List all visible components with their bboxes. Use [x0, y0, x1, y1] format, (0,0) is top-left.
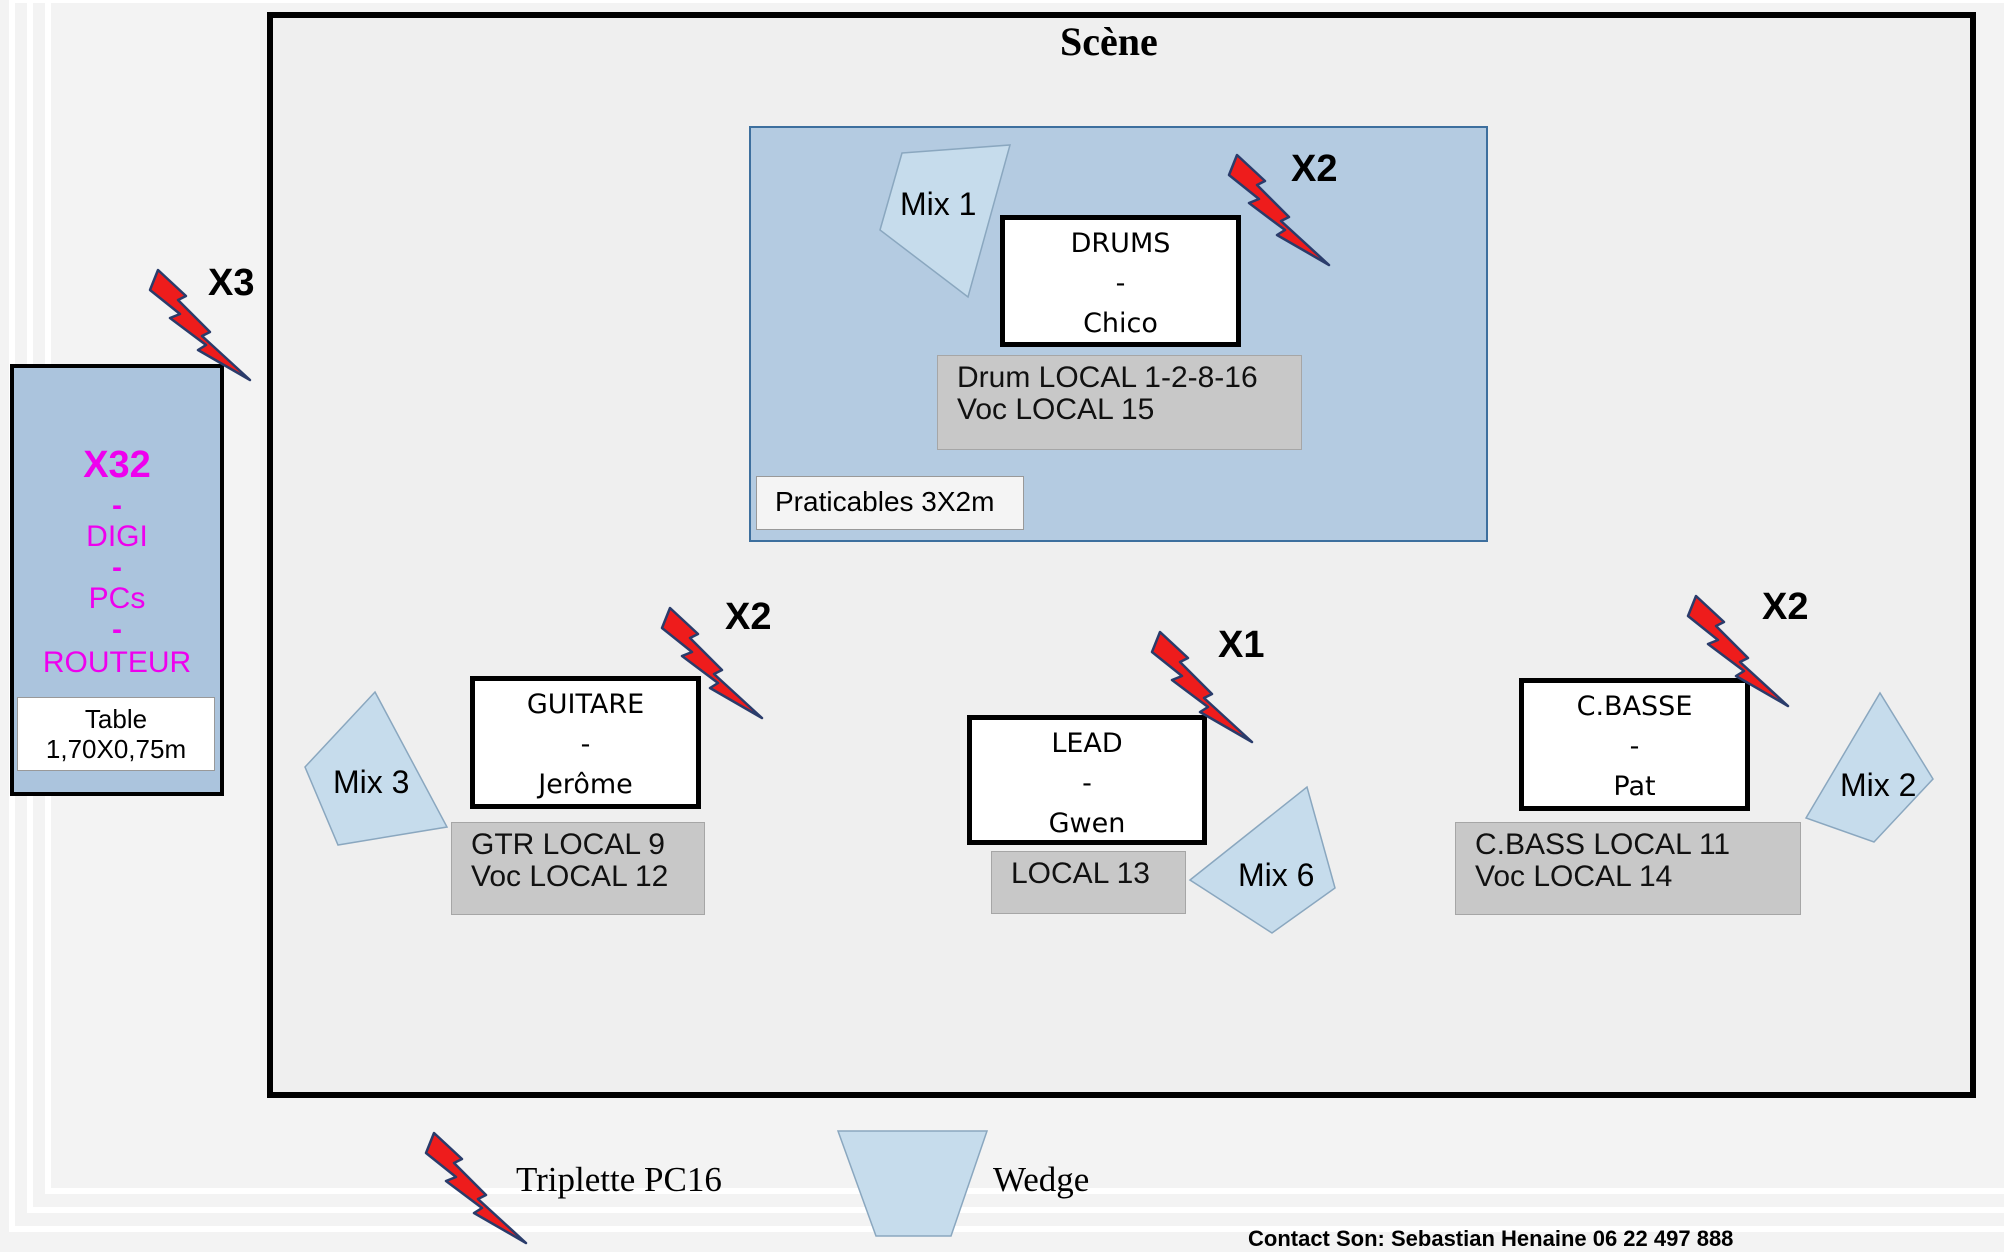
- foh-router-label: ROUTEUR: [42, 646, 192, 679]
- input-list-guitare: GTR LOCAL 9 Voc LOCAL 12: [451, 822, 705, 915]
- power-count-drums: X2: [1291, 148, 1338, 190]
- musician-separator: -: [1629, 731, 1640, 762]
- input-list-drums: Drum LOCAL 1-2-8-16 Voc LOCAL 15: [937, 355, 1302, 450]
- wedge-mix3-label: Mix 3: [333, 764, 410, 800]
- musician-name: Pat: [1613, 771, 1656, 802]
- musician-role: C.BASSE: [1576, 691, 1693, 722]
- legend-wedge-label: Wedge: [993, 1160, 1090, 1199]
- input-list-basse: C.BASS LOCAL 11 Voc LOCAL 14: [1455, 822, 1801, 915]
- foh-separator: -: [112, 613, 122, 646]
- foh-table-label: Table 1,70X0,75m: [17, 697, 215, 771]
- power-count-foh: X3: [208, 262, 255, 304]
- input-list-lead: LOCAL 13: [991, 851, 1186, 914]
- foh-separator: -: [112, 489, 122, 522]
- musician-name: Jerôme: [538, 769, 633, 800]
- musician-separator: -: [1082, 768, 1092, 799]
- power-legend-icon: [424, 1131, 528, 1245]
- musician-box-lead: LEAD - Gwen: [967, 715, 1207, 845]
- foh-separator: -: [112, 551, 122, 584]
- musician-box-guitare: GUITARE - Jerôme: [470, 676, 701, 809]
- wedge-mix1-shape: [879, 144, 1012, 299]
- power-count-basse: X2: [1762, 586, 1809, 628]
- musician-role: GUITARE: [526, 689, 645, 720]
- foh-console-label: X32: [83, 444, 151, 486]
- wedge-mix2-label: Mix 2: [1840, 767, 1917, 803]
- contact-footer: Contact Son: Sebastian Henaine 06 22 497…: [1248, 1226, 1734, 1251]
- wedge-legend-shape: [836, 1130, 989, 1237]
- foh-digi-label: DIGI: [86, 520, 148, 553]
- musician-name: Chico: [1083, 308, 1158, 339]
- wedge-mix3-shape: [304, 690, 449, 846]
- musician-box-drums: DRUMS - Chico: [1000, 215, 1241, 347]
- wedge-mix2-shape: [1804, 691, 1934, 843]
- legend-power-label: Triplette PC16: [516, 1160, 722, 1199]
- wedge-mix1-label: Mix 1: [900, 186, 977, 222]
- musician-role: LEAD: [1051, 728, 1123, 759]
- stage-title: Scène: [1060, 19, 1158, 64]
- wedge-mix6-label: Mix 6: [1238, 857, 1315, 893]
- power-count-guitare: X2: [725, 596, 772, 638]
- musician-separator: -: [1115, 268, 1126, 299]
- wedge-mix6-shape: [1188, 785, 1336, 934]
- musician-separator: -: [580, 729, 591, 760]
- foh-pcs-label: PCs: [88, 582, 146, 615]
- musician-name: Gwen: [1048, 808, 1126, 839]
- musician-role: DRUMS: [1070, 228, 1171, 259]
- riser-label: Praticables 3X2m: [756, 476, 1024, 530]
- musician-box-basse: C.BASSE - Pat: [1519, 678, 1750, 811]
- power-count-lead: X1: [1218, 624, 1265, 666]
